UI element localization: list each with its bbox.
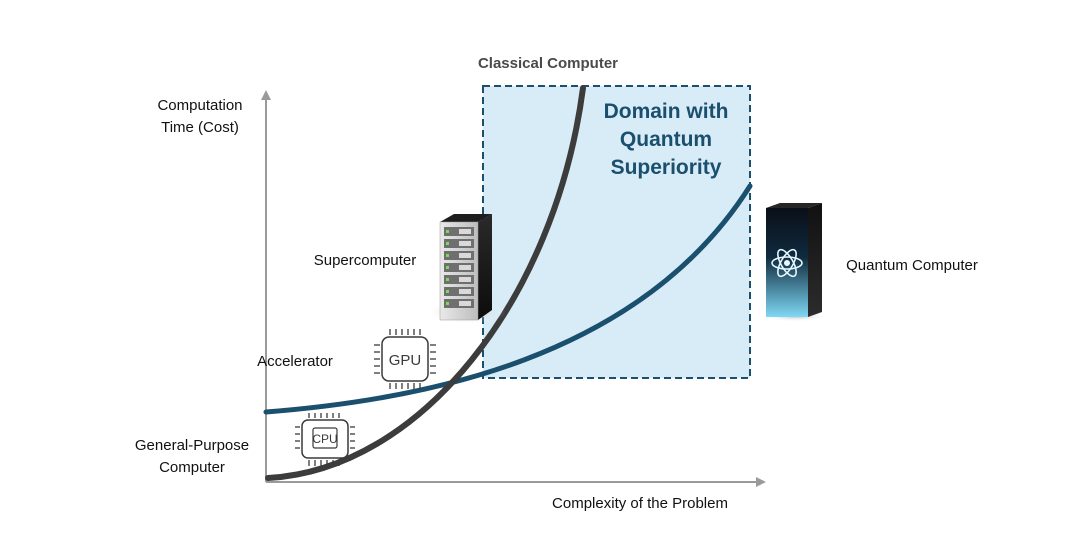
x-axis-arrow — [756, 477, 766, 487]
y-axis-label-line1: Computation — [157, 97, 242, 114]
general-purpose-label-line2: Computer — [159, 459, 225, 476]
domain-label-line2: Quantum — [620, 128, 712, 151]
y-axis-arrow — [261, 90, 271, 100]
supercomputer-label: Supercomputer — [314, 252, 417, 269]
axes — [261, 90, 766, 487]
quantum-curve — [263, 183, 753, 415]
classical-computer-label: Classical Computer — [478, 55, 618, 72]
y-axis-label-line2: Time (Cost) — [161, 119, 239, 136]
gpu-chip-icon — [374, 329, 436, 389]
quantum-computer-label: Quantum Computer — [846, 257, 978, 274]
classical-curve — [265, 85, 586, 481]
quantum-domain-box — [482, 85, 751, 379]
general-purpose-label-line1: General-Purpose — [135, 437, 249, 454]
domain-label-line3: Superiority — [611, 156, 722, 179]
gpu-chip-label: GPU — [389, 352, 422, 369]
atom-icon — [761, 203, 829, 322]
server-rack-icon — [426, 214, 506, 324]
cpu-chip-label: CPU — [312, 432, 337, 446]
domain-label-line1: Domain with — [604, 100, 729, 123]
accelerator-label: Accelerator — [257, 353, 333, 370]
cpu-chip-icon — [295, 413, 355, 466]
x-axis-label: Complexity of the Problem — [552, 495, 728, 512]
